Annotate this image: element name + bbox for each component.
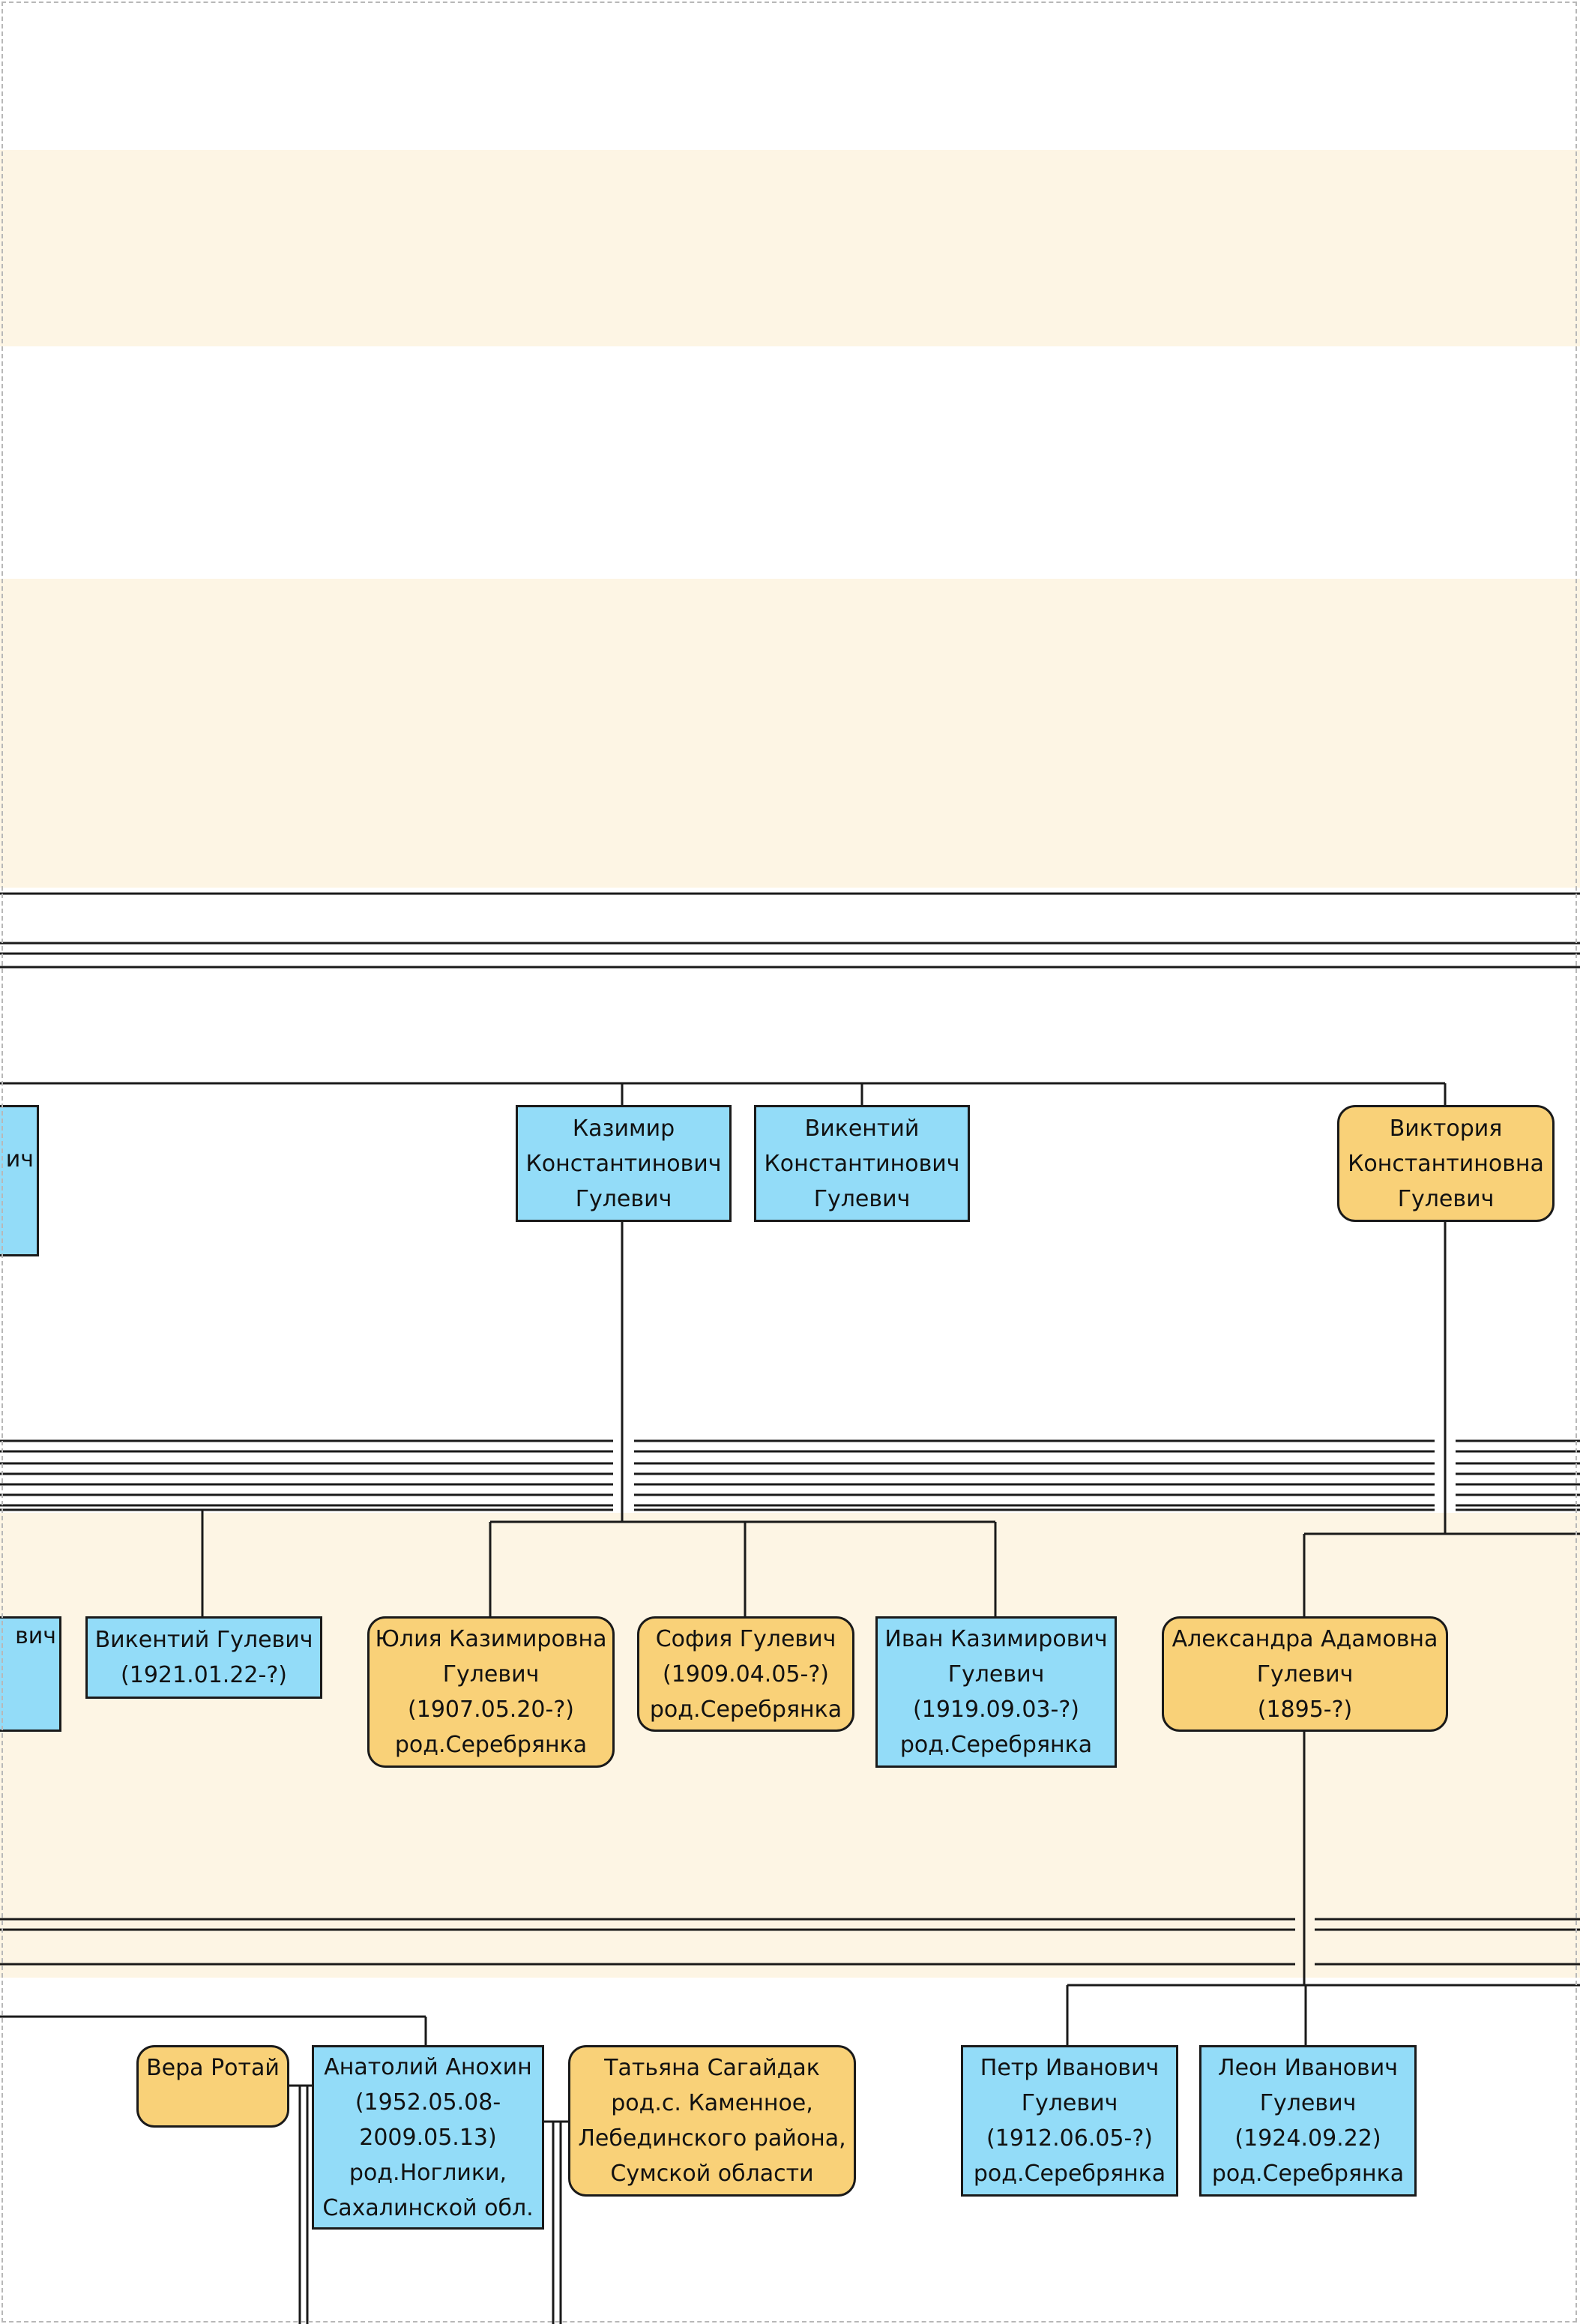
generation-band [0,150,1580,346]
person-box-alexandra[interactable]: Александра Адамовна Гулевич (1895-?) [1162,1616,1448,1732]
person-name-line: род.с. Каменное, [611,2090,813,2116]
person-name-line: Вера Ротай [146,2055,280,2081]
generation-band [0,1513,1580,1978]
person-box-tatyana[interactable]: Татьяна Сагайдак род.с. Каменное, Лебеди… [568,2045,856,2197]
person-name-line: (1952.05.08- [355,2089,501,2116]
person-name-line: Гулевич [813,1185,911,1212]
person-box-partial-left[interactable]: ич [0,1105,39,1256]
person-box-yulia[interactable]: Юлия Казимировна Гулевич (1907.05.20-?) … [367,1616,615,1768]
person-name-line: Юлия Казимировна [375,1626,607,1652]
person-name-line: (1921.01.22-?) [121,1662,287,1688]
person-box-vikentiy-konstantinovich[interactable]: Викентий Константинович Гулевич [754,1105,970,1222]
person-name-line: Сахалинской обл. [322,2194,534,2221]
person-box-kazimir[interactable]: Казимир Константинович Гулевич [516,1105,732,1222]
person-name-line: Гулевич [1397,1185,1495,1212]
person-name-line: 2009.05.13) [359,2124,497,2151]
person-name-line: род.Ноглики, [349,2159,507,2186]
person-name-line: Гулевич [1256,1661,1354,1688]
person-name-line: ич [5,1146,34,1172]
person-box-vera[interactable]: Вера Ротай [136,2045,289,2128]
person-name-line: Виктория [1389,1115,1503,1142]
person-name-line: Константиновна [1348,1150,1544,1177]
person-name-line: Гулевич [947,1661,1045,1688]
person-name-line: (1919.09.03-?) [913,1697,1079,1723]
person-name-line: Лебединского района, [578,2125,846,2152]
person-name-line: вич [15,1623,56,1649]
person-name-line: (1912.06.05-?) [986,2125,1153,2152]
person-name-line: Гулевич [1259,2090,1357,2116]
person-box-leon[interactable]: Леон Иванович Гулевич (1924.09.22) род.С… [1199,2045,1417,2197]
person-name-line: Казимир [572,1115,675,1142]
person-box-anatoliy[interactable]: Анатолий Анохин (1952.05.08- 2009.05.13)… [312,2045,544,2230]
person-name-line: род.Серебрянка [899,1732,1093,1758]
person-name-line: Викентий Гулевич [94,1627,313,1653]
person-name-line: род.Серебрянка [1211,2161,1405,2187]
person-name-line: Петр Иванович [980,2055,1160,2081]
person-name-line: Гулевич [442,1661,540,1688]
person-box-vikentiy-1921[interactable]: Викентий Гулевич (1921.01.22-?) [85,1616,322,1699]
person-name-line: Анатолий Анохин [324,2053,532,2080]
person-box-ivan[interactable]: Иван Казимирович Гулевич (1919.09.03-?) … [875,1616,1117,1768]
person-name-line: Сумской области [610,2161,814,2187]
person-name-line: Викентий [804,1115,920,1142]
generation-band [0,579,1580,888]
person-name-line: (1895-?) [1257,1696,1353,1723]
person-name-line: Татьяна Сагайдак [604,2055,820,2081]
person-name-line: род.Серебрянка [973,2161,1166,2187]
person-name-line: (1909.04.05-?) [663,1661,829,1688]
person-name-line: Константинович [525,1150,722,1177]
person-name-line: София Гулевич [655,1625,836,1652]
person-name-line: Леон Иванович [1218,2055,1398,2081]
person-box-partial-left[interactable]: вич [0,1616,61,1732]
person-name-line: род.Серебрянка [394,1732,588,1758]
person-name-line: Александра Адамовна [1172,1625,1438,1652]
person-box-viktoria[interactable]: Виктория Константиновна Гулевич [1337,1105,1555,1222]
person-name-line: Иван Казимирович [884,1626,1108,1652]
person-box-sofia[interactable]: София Гулевич (1909.04.05-?) род.Серебря… [637,1616,854,1732]
person-name-line: род.Серебрянка [649,1696,842,1723]
person-name-line: Гулевич [1021,2090,1118,2116]
person-name-line: Гулевич [575,1185,672,1212]
person-box-petr[interactable]: Петр Иванович Гулевич (1912.06.05-?) род… [961,2045,1178,2197]
person-name-line: (1907.05.20-?) [408,1697,574,1723]
person-name-line: (1924.09.22) [1234,2125,1381,2152]
person-name-line: Константинович [764,1150,960,1177]
